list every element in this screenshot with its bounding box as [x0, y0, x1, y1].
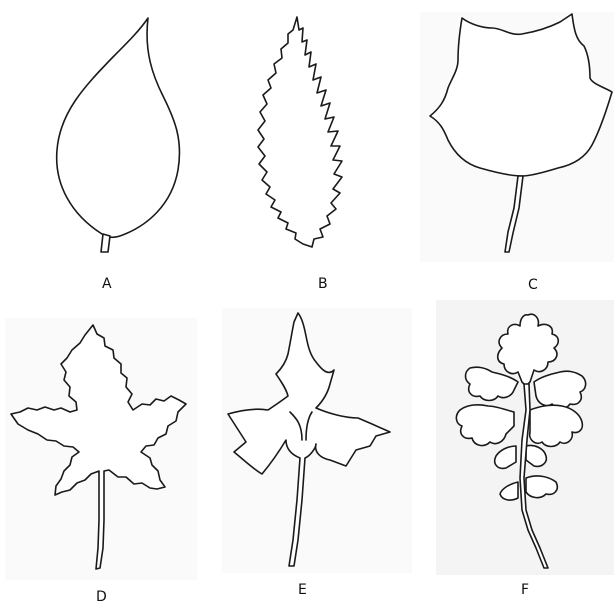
leaf-f-leaflet-lower-left	[495, 446, 516, 468]
leaf-e	[228, 313, 390, 566]
leaf-f-leaflet-upper-right	[534, 371, 586, 408]
leaf-f-leaflet-lower-right	[526, 445, 546, 466]
leaf-c-petiole	[505, 176, 523, 252]
leaf-f-leaflet-middle-right	[530, 405, 583, 446]
leaf-a-blade	[57, 18, 180, 237]
leaf-a	[57, 18, 180, 252]
leaf-f	[456, 314, 585, 568]
leaf-label-e: E	[298, 582, 307, 598]
leaf-e-blade	[228, 313, 390, 566]
leaf-b-blade	[258, 17, 342, 247]
leaf-c-blade	[430, 14, 612, 176]
leaf-label-b: B	[318, 276, 328, 292]
leaf-label-c: C	[528, 277, 538, 293]
leaf-f-leaflet-middle-left	[456, 405, 514, 446]
leaf-f-leaflet-bottom-left	[500, 482, 518, 500]
leaf-b	[258, 17, 342, 247]
leaf-label-a: A	[102, 276, 112, 292]
leaf-d-blade	[11, 325, 186, 569]
leaf-label-f: F	[521, 582, 529, 598]
leaf-a-petiole	[101, 234, 110, 252]
leaf-f-leaflet-bottom-right	[526, 476, 557, 498]
leaf-c	[430, 14, 612, 252]
leaf-d	[11, 325, 186, 569]
